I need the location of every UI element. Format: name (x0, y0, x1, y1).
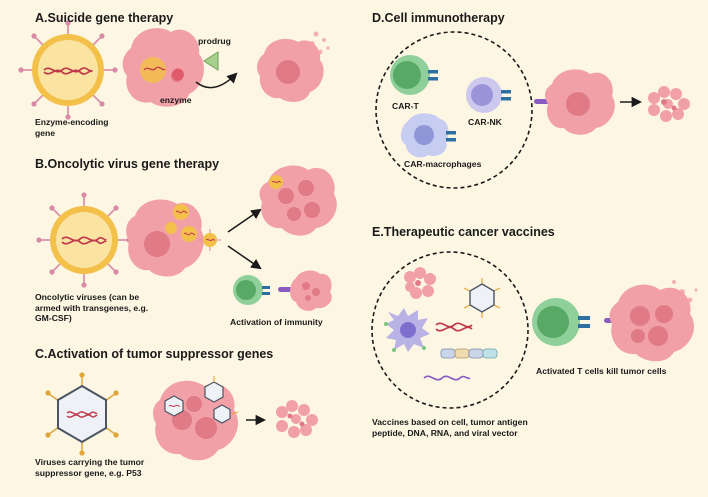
vaccine-pool (371, 251, 529, 409)
car-t-cell-icon (532, 298, 590, 346)
oncolytic-virus-label-line: GM-CSF) (35, 313, 72, 323)
oncolytic-virus-label-line: Oncolytic viruses (can be (35, 292, 140, 302)
tumor-suppressor-virus-label-line: suppressor gene, e.g. P53 (35, 467, 142, 478)
virus-icon (18, 20, 118, 120)
car-macrophage-icon (400, 113, 456, 158)
section-e-title: E.Therapeutic cancer vaccines (372, 225, 555, 239)
section-a-title: A.Suicide gene therapy (35, 11, 174, 25)
vaccines-label-line: peptide, DNA, RNA, and viral vector (372, 427, 518, 438)
tumor-cell-icon (126, 199, 204, 277)
dendritic-cell-icon (384, 308, 430, 352)
rna-icon (423, 375, 471, 381)
antigen-icon (278, 287, 292, 292)
hexagon-virus-icon (45, 372, 119, 456)
cell-pool (375, 31, 533, 189)
car-nk-cell-icon (466, 77, 511, 113)
enzyme-label: enzyme (160, 95, 192, 105)
car-nk-label: CAR-NK (468, 117, 502, 127)
tumor-cell-icon (290, 270, 332, 311)
prodrug-icon (203, 51, 219, 71)
t-cells-label: Activated T cells kill tumor cells (536, 366, 667, 376)
oncolytic-virus-label: Oncolytic viruses (can be armed with tra… (35, 292, 148, 324)
tumor-cell-icon (404, 267, 436, 299)
oncolytic-virus-label-line: armed with transgenes, e.g. (35, 302, 149, 313)
tumor-cell-icon (153, 376, 239, 461)
enzyme-icon (172, 68, 184, 81)
antigen-icon (534, 99, 550, 104)
section-b-title: B.Oncolytic virus gene therapy (35, 157, 220, 171)
virus-icon (36, 192, 132, 288)
tumor-cell-icon (276, 400, 318, 438)
gene-label-line: gene (35, 127, 56, 138)
tumor-cell-icon (609, 280, 698, 362)
tumor-suppressor-virus-label-line: Viruses carrying the tumor (35, 457, 145, 467)
viral-vector-icon (440, 348, 498, 359)
gene-label: Enzyme-encoding gene (35, 117, 109, 138)
immunity-label: Activation of immunity (230, 317, 323, 327)
tumor-cell-icon (545, 69, 615, 135)
vaccines-label-line: Vaccines based on cell, tumor antigen (372, 417, 528, 427)
dna-icon (435, 322, 473, 332)
tumor-cell-icon (648, 86, 690, 122)
tumor-cell-icon (257, 31, 330, 102)
tumor-cell-icon (259, 165, 337, 236)
virus-icon (199, 229, 221, 251)
car-t-cell-icon (233, 275, 270, 305)
arrow-icon (195, 72, 238, 89)
car-t-cell-icon (390, 55, 438, 95)
tumor-cell-icon (122, 28, 204, 107)
gene-label-line: Enzyme-encoding (35, 117, 109, 127)
car-t-label: CAR-T (392, 101, 419, 111)
section-c-title: C.Activation of tumor suppressor genes (35, 347, 274, 361)
section-d-title: D.Cell immunotherapy (372, 11, 505, 25)
car-macrophages-label: CAR-macrophages (404, 159, 482, 169)
arrow-icon (227, 208, 262, 270)
vaccines-label: Vaccines based on cell, tumor antigen pe… (372, 417, 528, 438)
hexagon-virus-icon (463, 278, 501, 318)
prodrug-label: prodrug (198, 36, 231, 46)
tumor-suppressor-virus-label: Viruses carrying the tumor suppressor ge… (35, 457, 144, 478)
